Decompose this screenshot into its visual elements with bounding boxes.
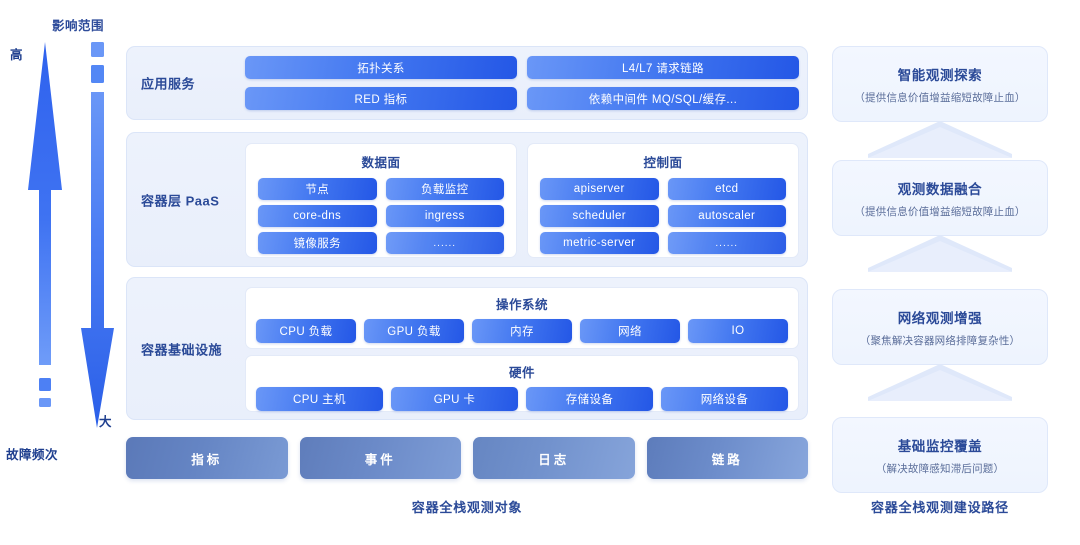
os-item-gpu-load[interactable]: GPU 负载 bbox=[364, 319, 464, 343]
layer-panel-paas: 容器层 PaaS 数据面 节点 负载监控 core-dns ingress 镜像… bbox=[126, 132, 808, 267]
data-plane-item-more[interactable]: ...... bbox=[385, 232, 504, 254]
hardware-item-network-device[interactable]: 网络设备 bbox=[661, 387, 788, 411]
control-plane-items-grid: apiserver etcd scheduler autoscaler metr… bbox=[540, 178, 786, 254]
data-plane-item-ingress[interactable]: ingress bbox=[385, 205, 504, 227]
hardware-items-row: CPU 主机 GPU 卡 存储设备 网络设备 bbox=[256, 387, 788, 411]
data-type-events[interactable]: 事件 bbox=[299, 437, 461, 479]
path-chevron-up-icon-1 bbox=[868, 121, 1012, 158]
path-card-network-observability[interactable]: 网络观测增强 （聚焦解决容器网络排障复杂性） bbox=[832, 289, 1048, 365]
caption-observability-objects: 容器全栈观测对象 bbox=[411, 500, 523, 515]
control-plane-item-scheduler[interactable]: scheduler bbox=[540, 205, 659, 227]
data-plane-item-node[interactable]: 节点 bbox=[258, 178, 377, 200]
data-plane-items-grid: 节点 负载监控 core-dns ingress 镜像服务 ...... bbox=[258, 178, 504, 254]
os-item-cpu-load[interactable]: CPU 负载 bbox=[256, 319, 356, 343]
path-card-4-title: 基础监控覆盖 bbox=[897, 438, 983, 454]
os-title: 操作系统 bbox=[495, 298, 548, 312]
path-card-basic-monitoring[interactable]: 基础监控覆盖 （解决故障感知滞后问题） bbox=[832, 417, 1048, 493]
os-item-memory[interactable]: 内存 bbox=[472, 319, 572, 343]
data-plane-item-load-monitor[interactable]: 负载监控 bbox=[385, 178, 504, 200]
control-plane-title: 控制面 bbox=[643, 156, 683, 170]
axis-fault-frequency-label: 故障频次 bbox=[6, 448, 59, 462]
path-card-2-subtitle: （提供信息价值增益缩短故障止血） bbox=[854, 205, 1026, 218]
app-item-red-metrics[interactable]: RED 指标 bbox=[245, 87, 517, 110]
hardware-item-gpu-card[interactable]: GPU 卡 bbox=[391, 387, 518, 411]
paas-group-data-plane: 数据面 节点 负载监控 core-dns ingress 镜像服务 ...... bbox=[245, 143, 517, 258]
path-card-2-title: 观测数据融合 bbox=[897, 181, 983, 197]
observability-data-bar: 指标 事件 日志 链路 bbox=[126, 437, 808, 479]
path-card-1-title: 智能观测探索 bbox=[897, 67, 983, 83]
axis-high-label: 高 bbox=[10, 48, 24, 62]
data-type-logs[interactable]: 日志 bbox=[473, 437, 635, 479]
path-card-data-fusion[interactable]: 观测数据融合 （提供信息价值增益缩短故障止血） bbox=[832, 160, 1048, 236]
data-type-traces[interactable]: 链路 bbox=[646, 437, 808, 479]
paas-group-control-plane: 控制面 apiserver etcd scheduler autoscaler … bbox=[527, 143, 799, 258]
layer-label-infrastructure: 容器基础设施 bbox=[141, 342, 223, 357]
hardware-item-cpu-host[interactable]: CPU 主机 bbox=[256, 387, 383, 411]
control-plane-item-apiserver[interactable]: apiserver bbox=[540, 178, 659, 200]
app-item-l4l7-chain[interactable]: L4/L7 请求链路 bbox=[527, 56, 799, 79]
caption-observability-path: 容器全栈观测建设路径 bbox=[870, 500, 1009, 515]
data-plane-item-core-dns[interactable]: core-dns bbox=[258, 205, 377, 227]
path-card-3-subtitle: （聚焦解决容器网络排障复杂性） bbox=[859, 334, 1021, 347]
path-card-1-subtitle: （提供信息价值增益缩短故障止血） bbox=[854, 91, 1026, 104]
layer-panel-application: 应用服务 拓扑关系 L4/L7 请求链路 RED 指标 依赖中间件 MQ/SQL… bbox=[126, 46, 808, 120]
data-type-metrics[interactable]: 指标 bbox=[126, 437, 288, 479]
os-item-io[interactable]: IO bbox=[688, 319, 788, 343]
fault-frequency-arrow-up-icon bbox=[28, 42, 62, 407]
infra-group-hardware: 硬件 CPU 主机 GPU 卡 存储设备 网络设备 bbox=[245, 355, 799, 412]
path-chevron-up-icon-2 bbox=[868, 235, 1012, 272]
impact-scope-title: 影响范围 bbox=[52, 19, 105, 33]
control-plane-item-autoscaler[interactable]: autoscaler bbox=[667, 205, 786, 227]
data-plane-item-image-service[interactable]: 镜像服务 bbox=[258, 232, 377, 254]
path-card-3-title: 网络观测增强 bbox=[897, 310, 983, 326]
hardware-item-storage-device[interactable]: 存储设备 bbox=[526, 387, 653, 411]
path-chevron-up-icon-3 bbox=[868, 364, 1012, 401]
impact-scope-arrow-down-icon bbox=[81, 42, 114, 428]
layer-label-application: 应用服务 bbox=[141, 76, 196, 92]
app-item-topology[interactable]: 拓扑关系 bbox=[245, 56, 517, 79]
layer-panel-infrastructure: 容器基础设施 操作系统 CPU 负载 GPU 负载 内存 网络 IO 硬件 CP… bbox=[126, 277, 808, 420]
infra-group-os: 操作系统 CPU 负载 GPU 负载 内存 网络 IO bbox=[245, 287, 799, 349]
app-item-middleware[interactable]: 依赖中间件 MQ/SQL/缓存... bbox=[527, 87, 799, 110]
control-plane-item-metric-server[interactable]: metric-server bbox=[540, 232, 659, 254]
data-plane-title: 数据面 bbox=[361, 156, 401, 170]
layer-label-paas: 容器层 PaaS bbox=[141, 193, 220, 208]
os-item-network[interactable]: 网络 bbox=[580, 319, 680, 343]
control-plane-item-more[interactable]: ...... bbox=[667, 232, 786, 254]
axis-large-label: 大 bbox=[99, 415, 113, 429]
application-items-grid: 拓扑关系 L4/L7 请求链路 RED 指标 依赖中间件 MQ/SQL/缓存..… bbox=[245, 56, 799, 112]
control-plane-item-etcd[interactable]: etcd bbox=[667, 178, 786, 200]
path-card-intelligent-exploration[interactable]: 智能观测探索 （提供信息价值增益缩短故障止血） bbox=[832, 46, 1048, 122]
path-card-4-subtitle: （解决故障感知滞后问题） bbox=[875, 462, 1005, 475]
os-items-row: CPU 负载 GPU 负载 内存 网络 IO bbox=[256, 319, 788, 343]
hardware-title: 硬件 bbox=[508, 366, 535, 380]
